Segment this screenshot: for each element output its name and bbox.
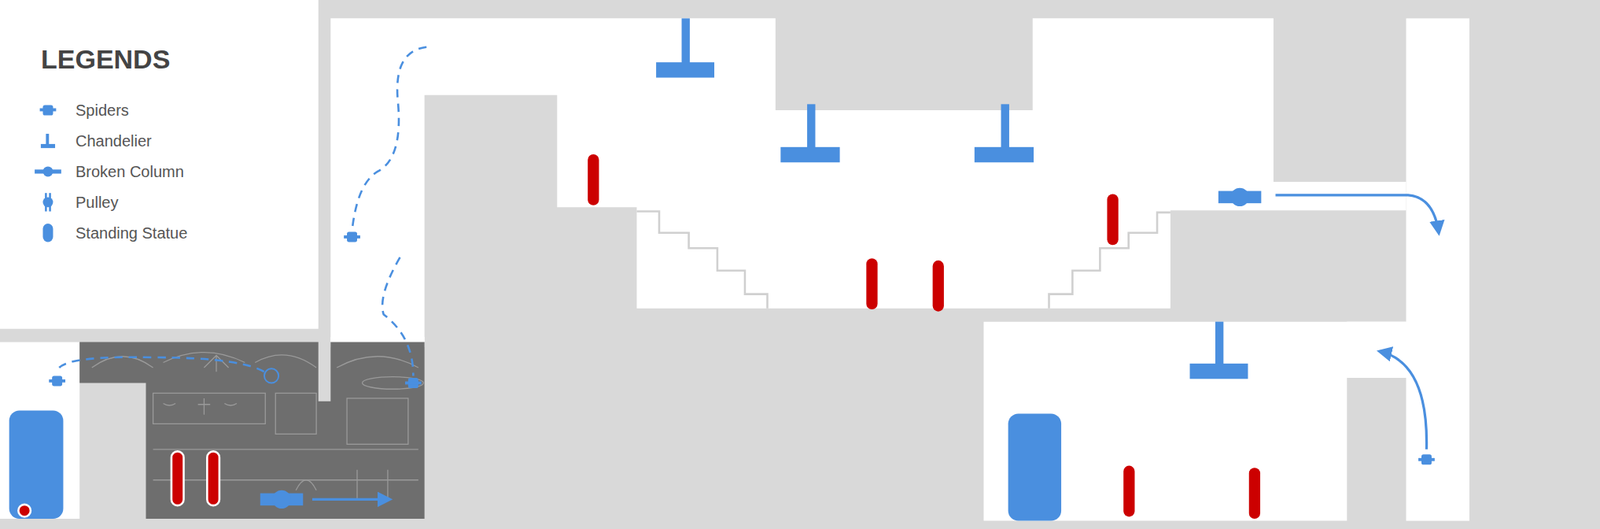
legend-label: Broken Column <box>75 162 185 181</box>
legend-label: Spiders <box>75 100 130 120</box>
standing-statues <box>171 154 1261 519</box>
stairs <box>636 211 1170 309</box>
motion-arrows <box>312 195 1439 500</box>
legend-title: LEGENDS <box>40 44 170 75</box>
legend-label: Pulley <box>75 192 118 212</box>
spider-target <box>264 368 279 383</box>
legend-panel <box>0 0 319 329</box>
rooms <box>0 18 1470 520</box>
legend-icons <box>34 105 62 243</box>
spiders <box>48 231 1435 465</box>
concept-sketch <box>79 342 424 519</box>
spider-paths <box>58 47 427 377</box>
legend-label: Standing Statue <box>75 223 188 243</box>
start-point <box>18 504 31 517</box>
legend-label: Chandelier <box>75 131 152 151</box>
level-objects <box>9 18 1262 520</box>
